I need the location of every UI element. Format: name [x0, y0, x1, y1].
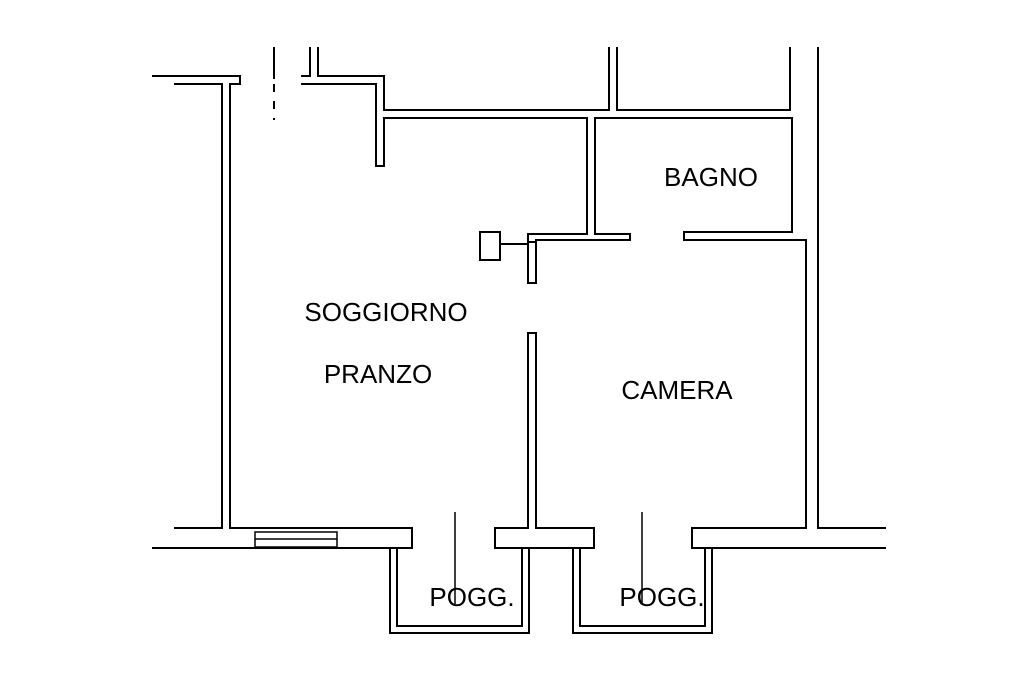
bedroom-walls [527, 239, 807, 529]
room-label-poggiolo-right: POGG. [619, 582, 704, 612]
kitchen-unit [479, 231, 501, 261]
bathroom-walls [535, 117, 807, 241]
entrance-walls [152, 47, 385, 529]
balcony-left [389, 547, 530, 634]
door-leaves [454, 512, 643, 604]
room-label-pranzo: PRANZO [324, 359, 432, 389]
balcony-right [572, 547, 713, 634]
room-label-soggiorno: SOGGIORNO [304, 297, 467, 327]
facade-walls [152, 527, 886, 549]
room-label-poggiolo-left: POGG. [429, 582, 514, 612]
corridor-walls [383, 47, 886, 529]
living-walls [383, 117, 588, 284]
room-label-bagno: BAGNO [664, 162, 758, 192]
room-label-camera: CAMERA [621, 375, 733, 405]
